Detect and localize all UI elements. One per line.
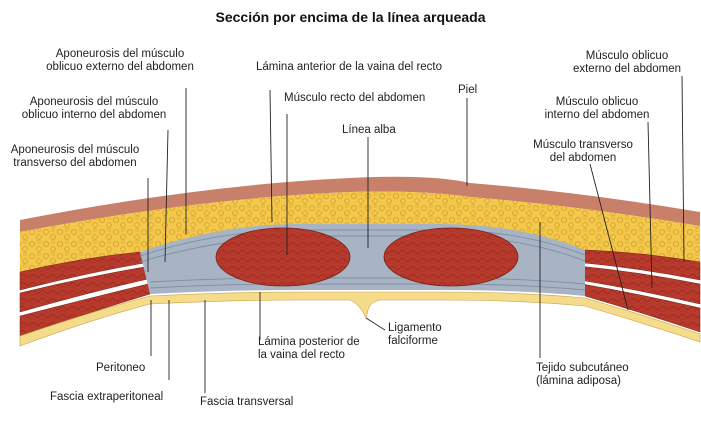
label-line: Tejido subcutáneo	[536, 362, 629, 375]
label-line: Músculo oblicuo	[532, 96, 662, 109]
label-rectus-muscle: Músculo recto del abdomen	[284, 92, 425, 105]
label-line: interno del abdomen	[532, 109, 662, 122]
label-posterior-rectus-sheath: Lámina posterior de la vaina del recto	[258, 336, 360, 362]
label-transverse-muscle: Músculo transverso del abdomen	[518, 139, 648, 165]
label-line: Aponeurosis del músculo	[30, 48, 210, 61]
label-aponeurosis-internal-oblique: Aponeurosis del músculo oblicuo interno …	[6, 96, 182, 122]
label-line: externo del abdomen	[562, 63, 692, 76]
label-line: Ligamento	[388, 322, 442, 335]
label-line: Lámina posterior de	[258, 336, 360, 349]
label-skin: Piel	[458, 84, 477, 97]
right-rectus-muscle	[384, 228, 518, 286]
label-line: falciforme	[388, 335, 442, 348]
label-line: Aponeurosis del músculo	[6, 96, 182, 109]
label-line: oblicuo externo del abdomen	[30, 61, 210, 74]
label-line: Músculo oblicuo	[562, 50, 692, 63]
label-line: oblicuo interno del abdomen	[6, 109, 182, 122]
label-peritoneum: Peritoneo	[96, 362, 145, 375]
label-aponeurosis-external-oblique: Aponeurosis del músculo oblicuo externo …	[30, 48, 210, 74]
label-line: Músculo transverso	[518, 139, 648, 152]
label-linea-alba: Línea alba	[342, 124, 396, 137]
label-transversalis-fascia: Fascia transversal	[200, 396, 293, 409]
label-external-oblique-muscle: Músculo oblicuo externo del abdomen	[562, 50, 692, 76]
label-anterior-rectus-sheath: Lámina anterior de la vaina del recto	[256, 61, 442, 74]
label-line: transverso del abdomen	[4, 157, 146, 170]
label-falciform-ligament: Ligamento falciforme	[388, 322, 442, 348]
label-line: Aponeurosis del músculo	[4, 144, 146, 157]
label-internal-oblique-muscle: Músculo oblicuo interno del abdomen	[532, 96, 662, 122]
label-subcutaneous-tissue: Tejido subcutáneo (lámina adiposa)	[536, 362, 629, 388]
left-rectus-muscle	[216, 228, 350, 286]
label-line: del abdomen	[518, 152, 648, 165]
label-line: (lámina adiposa)	[536, 375, 629, 388]
label-line: la vaina del recto	[258, 349, 360, 362]
label-extraperitoneal-fascia: Fascia extraperitoneal	[50, 391, 163, 404]
label-aponeurosis-transverse: Aponeurosis del músculo transverso del a…	[4, 144, 146, 170]
